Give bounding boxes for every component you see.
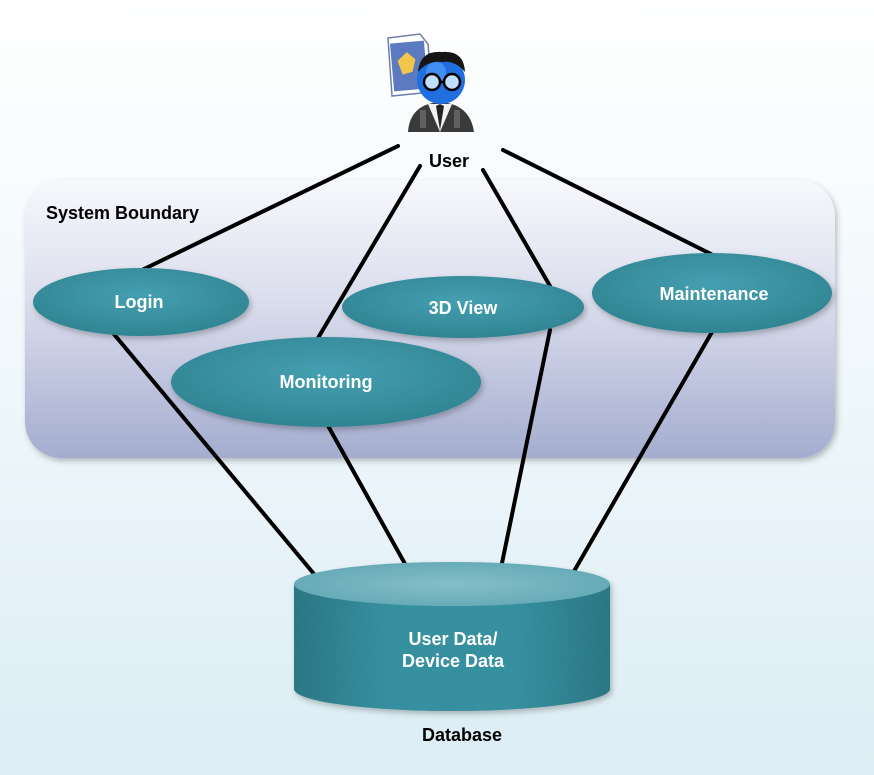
connector-monitoring-database [325, 422, 411, 573]
connector-user-maintenance [501, 148, 713, 256]
database-cylinder[interactable] [294, 562, 610, 711]
use-case-3d-view-label: 3D View [429, 298, 499, 318]
use-case-3d-view[interactable]: 3D View [342, 276, 584, 338]
connector-login-database [111, 331, 316, 576]
actor-connectors [140, 144, 713, 340]
system-boundary-label: System Boundary [46, 203, 199, 223]
use-case-maintenance-label: Maintenance [659, 284, 768, 304]
use-case-monitoring-label: Monitoring [280, 372, 373, 392]
database-content-line1: User Data/ [408, 629, 497, 649]
database-connectors [111, 328, 714, 576]
use-case-login[interactable]: Login [33, 268, 249, 336]
use-case-monitoring[interactable]: Monitoring [171, 337, 481, 427]
use-case-maintenance[interactable]: Maintenance [592, 253, 832, 333]
database-caption: Database [422, 725, 502, 745]
connector-user-login [140, 144, 400, 272]
connector-3dview-database [499, 328, 552, 570]
connector-maintenance-database [571, 330, 714, 575]
actor-label: User [429, 151, 469, 171]
connector-user-3dview [481, 168, 552, 288]
user-avatar-icon[interactable] [387, 33, 474, 132]
connector-user-monitoring [316, 164, 422, 340]
use-case-login-label: Login [115, 292, 164, 312]
database-content-line2: Device Data [402, 651, 505, 671]
